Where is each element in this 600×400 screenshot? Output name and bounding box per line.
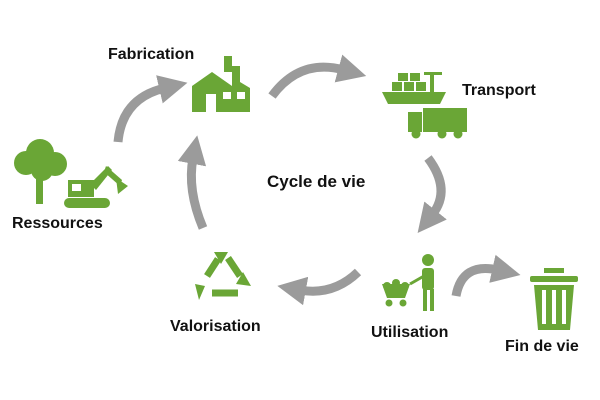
label-transport: Transport [462, 82, 536, 99]
label-valorisation: Valorisation [170, 318, 261, 335]
excavator-icon [64, 166, 128, 208]
arrow-utilisation-to-valorisation [277, 268, 362, 306]
label-fin-de-vie: Fin de vie [505, 338, 579, 355]
arrow-utilisation-to-fin-de-vie [451, 254, 521, 297]
trash-bin-icon [530, 268, 578, 330]
label-ressources: Ressources [12, 215, 103, 232]
label-utilisation: Utilisation [371, 324, 449, 341]
label-fabrication: Fabrication [108, 46, 195, 63]
arrow-valorisation-to-fabrication [177, 135, 208, 230]
arrow-transport-to-utilisation [417, 155, 447, 233]
tree-icon [14, 139, 67, 204]
recycle-icon [204, 256, 243, 297]
shopping-cart-person-icon [382, 254, 434, 311]
arrow-fabrication-to-transport [268, 54, 367, 99]
center-title: Cycle de vie [267, 172, 366, 191]
cargo-ship-icon [382, 72, 446, 104]
recycle-arrowheads [195, 252, 251, 300]
truck-icon [408, 108, 467, 139]
factory-icon [192, 56, 250, 112]
cart-handle [409, 274, 425, 286]
arrow-ressources-to-fabrication [113, 75, 188, 143]
